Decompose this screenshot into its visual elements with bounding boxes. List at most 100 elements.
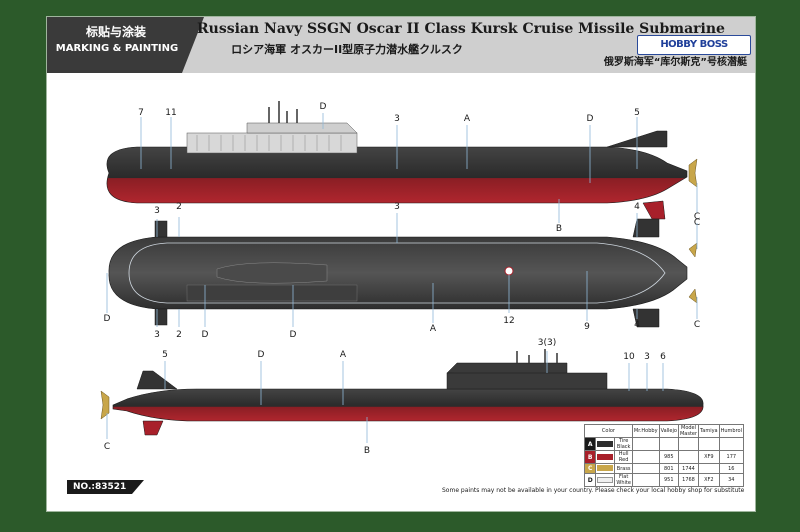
legend-cell: 801 [658, 463, 679, 474]
missile-hatch-deck [186, 132, 358, 154]
callout-5: 5 [634, 108, 640, 118]
legend-color-name: Brass [614, 463, 633, 474]
legend-cell: 951 [658, 473, 679, 487]
legend-header-modelmaster: Model Master [677, 424, 700, 438]
page-title-cn: 俄罗斯海军“库尔斯克”号核潜艇 [603, 57, 747, 68]
side-view-bottom: 5 D A 3(3) 10 3 6 C B [100, 338, 704, 456]
hobby-boss-logo: HOBBY BOSS [637, 35, 751, 55]
callout-12: 12 [503, 316, 514, 326]
hull-side-top [106, 146, 688, 204]
callout-b: B [556, 224, 562, 234]
propeller-plan-lower [688, 288, 698, 304]
tail-fin-plan-lower [632, 308, 660, 328]
legend-cell [677, 450, 700, 464]
callout-3: 3 [644, 352, 650, 362]
hull-plan-outline [128, 242, 666, 304]
callout-4: 4 [634, 202, 640, 212]
callout-d: D [320, 102, 327, 112]
callout-5: 5 [162, 350, 168, 360]
header-bar: 标贴与涂装 MARKING & PAINTING Russian Navy SS… [47, 17, 755, 73]
callout-2: 2 [176, 330, 182, 340]
plan-view: 3 2 3 4 C D 3 2 D D A 12 9 4 C [104, 202, 701, 340]
callout-d: D [290, 330, 297, 340]
legend-color-name: Tire Black [614, 437, 633, 451]
kit-number-badge: NO.:83521 [67, 480, 145, 494]
legend-cell [698, 437, 720, 451]
callout-a: A [430, 324, 437, 334]
callout-c: C [104, 442, 110, 452]
callout-11: 11 [165, 108, 176, 118]
paint-availability-note: Some paints may not be available in your… [442, 487, 745, 494]
instruction-sheet: 标贴与涂装 MARKING & PAINTING Russian Navy SS… [46, 16, 756, 512]
callout-10: 10 [623, 352, 635, 362]
legend-header-color: Color [584, 424, 633, 438]
legend-cell [631, 463, 660, 474]
legend-row-d: D Flat White 951 1768 XF2 34 [583, 473, 745, 487]
legend-row-a: A Tire Black [583, 437, 745, 451]
marking-title-en: MARKING & PAINTING [55, 43, 179, 54]
callout-d: D [587, 114, 594, 124]
legend-cell [631, 473, 660, 487]
header-marking-block [47, 17, 204, 73]
rudder-bottom [142, 420, 164, 436]
callout-2: 2 [176, 202, 182, 212]
missile-hatch-row-plan [186, 284, 358, 302]
callout-d: D [258, 350, 265, 360]
legend-cell: 16 [718, 463, 745, 474]
paint-legend: Color Mr.Hobby Vallejo Model Master Tami… [583, 424, 745, 487]
legend-code: A [583, 437, 597, 451]
legend-cell: 1744 [677, 463, 700, 474]
legend-code: D [583, 473, 597, 487]
legend-header-tamiya: Tamiya [698, 424, 720, 438]
hull-side-bottom [112, 388, 704, 422]
legend-cell: 985 [658, 450, 679, 464]
legend-swatch [595, 463, 616, 474]
legend-cell [698, 463, 720, 474]
callout-c: C [694, 320, 700, 330]
legend-cell: XF2 [698, 473, 720, 487]
tail-fin-plan-upper [632, 218, 660, 238]
side-view-top: 7 11 D 3 A D 5 C B [106, 101, 700, 234]
legend-color-name: Flat White [614, 473, 633, 487]
marking-title-cn: 标贴与涂装 [85, 25, 146, 39]
tail-fin-bottom [136, 370, 178, 390]
legend-cell [718, 437, 745, 451]
legend-row-c: C Brass 801 1744 16 [583, 463, 745, 474]
legend-header-humbrol: Humbrol [718, 424, 745, 438]
legend-code: C [583, 463, 597, 474]
legend-color-name: Hull Red [614, 450, 633, 464]
bow-plane-lower [154, 308, 168, 326]
sail-top [246, 122, 358, 134]
legend-header-vallejo: Vallejo [658, 424, 679, 438]
hatch-deck-bottom [446, 372, 608, 390]
callout-b: B [364, 446, 370, 456]
legend-header-row: Color Mr.Hobby Vallejo Model Master Tami… [584, 424, 745, 438]
legend-swatch [595, 437, 616, 451]
page-title: Russian Navy SSGN Oscar II Class Kursk C… [197, 21, 725, 37]
legend-cell: 177 [718, 450, 745, 464]
legend-cell [658, 437, 679, 451]
legend-cell [677, 437, 700, 451]
legend-cell [631, 450, 660, 464]
legend-swatch [595, 450, 616, 464]
callout-d: D [104, 314, 111, 324]
legend-row-b: B Hull Red 985 XF9 177 [583, 450, 745, 464]
callout-3: 3 [394, 202, 400, 212]
legend-header-mrhobby: Mr.Hobby [631, 424, 660, 438]
legend-cell: XF9 [698, 450, 720, 464]
callout-3: 3 [154, 206, 160, 216]
legend-cell: 1768 [677, 473, 700, 487]
page-title-jp: ロシア海軍 オスカーII型原子力潜水艦クルスク [231, 43, 463, 56]
callout-d: D [202, 330, 209, 340]
callout-3: 3 [394, 114, 400, 124]
callout-3-3: 3(3) [538, 338, 556, 348]
callout-c: C [694, 212, 700, 222]
callout-a: A [340, 350, 347, 360]
callout-a: A [464, 114, 471, 124]
callout-3: 3 [154, 330, 160, 340]
callout-6: 6 [660, 352, 666, 362]
legend-cell [631, 437, 660, 451]
propeller-top [688, 158, 698, 188]
propeller-bottom [100, 390, 110, 420]
rudder-top [642, 200, 666, 220]
